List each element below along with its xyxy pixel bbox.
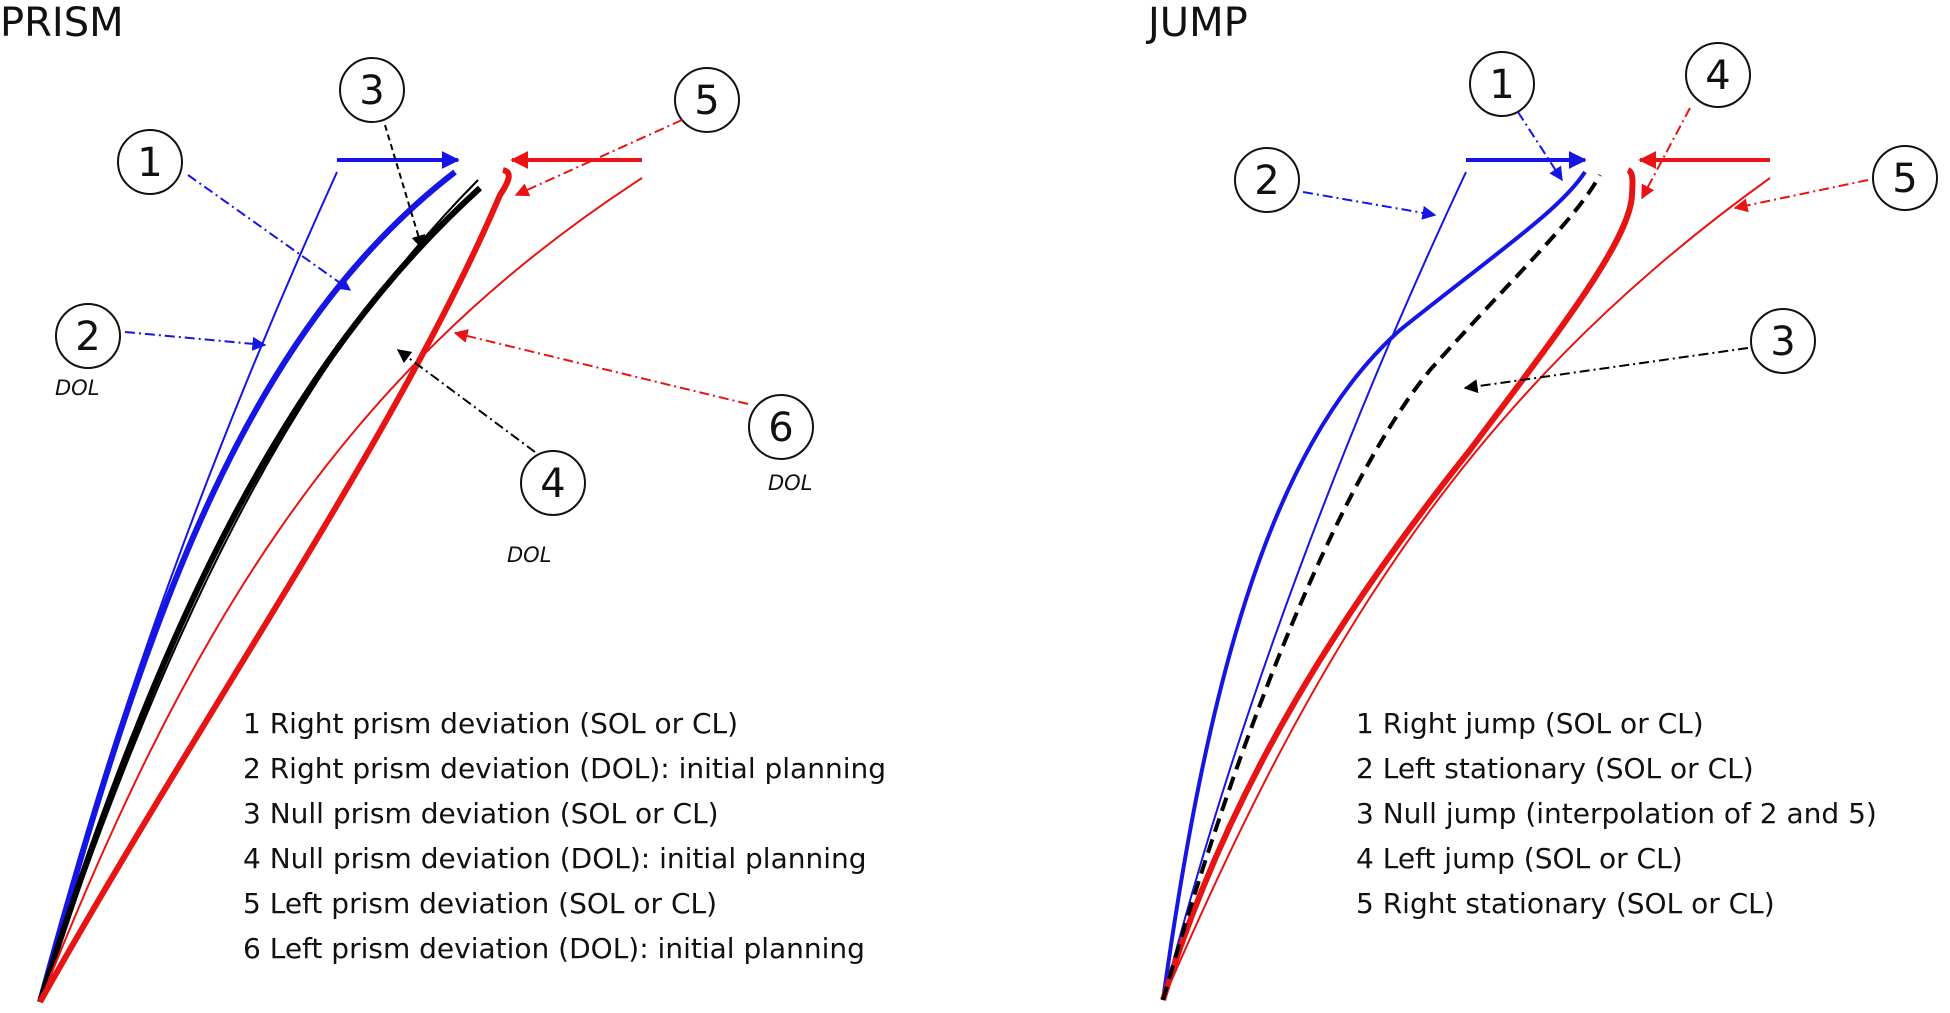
jump-legend-item: 2 Left stationary (SOL or CL): [1356, 752, 1754, 785]
svg-text:5: 5: [1892, 156, 1917, 202]
svg-text:1: 1: [1489, 62, 1514, 108]
prism-callout-6-tag: DOL: [768, 471, 812, 495]
svg-text:4: 4: [540, 461, 565, 507]
jump-trajectory-3-null-jump: [1161, 174, 1602, 1001]
prism-title: PRISM: [0, 0, 124, 46]
jump-trajectory-5-right-stationary: [1162, 177, 1771, 1001]
prism-callout-3: 3: [339, 57, 426, 250]
prism-legend-item: 1 Right prism deviation (SOL or CL): [243, 707, 738, 740]
prism-trajectory-1-right: [37, 169, 457, 1003]
jump-callout-5: 5: [1733, 145, 1938, 213]
prism-callout-1: 1: [117, 129, 352, 291]
jump-trajectory-1-right-jump: [1161, 170, 1587, 1001]
svg-text:5: 5: [694, 78, 719, 124]
prism-callout-4: 4 DOL: [396, 349, 586, 567]
jump-trajectory-2-left-stationary: [1162, 171, 1467, 1001]
prism-trajectory-4-null-dol: [39, 179, 479, 1003]
jump-callout-2: 2: [1234, 147, 1437, 220]
jump-legend-item: 5 Right stationary (SOL or CL): [1356, 887, 1775, 920]
prism-callout-2-tag: DOL: [55, 376, 99, 400]
prism-callout-4-tag: DOL: [507, 543, 551, 567]
prism-legend-item: 3 Null prism deviation (SOL or CL): [243, 797, 719, 830]
jump-title: JUMP: [1145, 0, 1248, 46]
prism-callout-5: 5: [514, 67, 740, 197]
jump-legend-item: 3 Null jump (interpolation of 2 and 5): [1356, 797, 1877, 830]
jump-panel: JUMP 1 2 3 4: [1145, 0, 1938, 1001]
svg-text:2: 2: [1254, 158, 1279, 204]
svg-text:3: 3: [359, 68, 384, 114]
svg-text:1: 1: [137, 140, 162, 186]
prism-trajectory-3-null: [37, 185, 483, 1003]
jump-legend-item: 4 Left jump (SOL or CL): [1356, 842, 1683, 875]
prism-trajectory-6-left-dol: [39, 177, 643, 1003]
jump-legend-item: 1 Right jump (SOL or CL): [1356, 707, 1704, 740]
prism-legend-item: 4 Null prism deviation (DOL): initial pl…: [243, 842, 867, 875]
jump-legend: 1 Right jump (SOL or CL) 2 Left stationa…: [1356, 707, 1877, 920]
svg-text:3: 3: [1770, 319, 1795, 365]
svg-text:4: 4: [1705, 53, 1730, 99]
svg-text:2: 2: [75, 314, 100, 360]
jump-trajectory-4-left-jump: [1160, 167, 1636, 1001]
jump-callout-3: 3: [1463, 308, 1816, 394]
prism-panel: PRISM 1 2 DOL 3: [0, 0, 886, 1004]
prism-legend-item: 6 Left prism deviation (DOL): initial pl…: [243, 932, 865, 965]
prism-legend-item: 5 Left prism deviation (SOL or CL): [243, 887, 717, 920]
prism-callout-2: 2 DOL: [55, 303, 267, 400]
prism-legend: 1 Right prism deviation (SOL or CL) 2 Ri…: [243, 707, 886, 965]
prism-callout-6: 6 DOL: [453, 329, 814, 495]
prism-trajectory-5-left: [37, 167, 512, 1004]
svg-text:6: 6: [768, 405, 793, 451]
prism-legend-item: 2 Right prism deviation (DOL): initial p…: [243, 752, 886, 785]
jump-callout-4: 4: [1641, 42, 1751, 200]
jump-callout-1: 1: [1469, 51, 1563, 182]
